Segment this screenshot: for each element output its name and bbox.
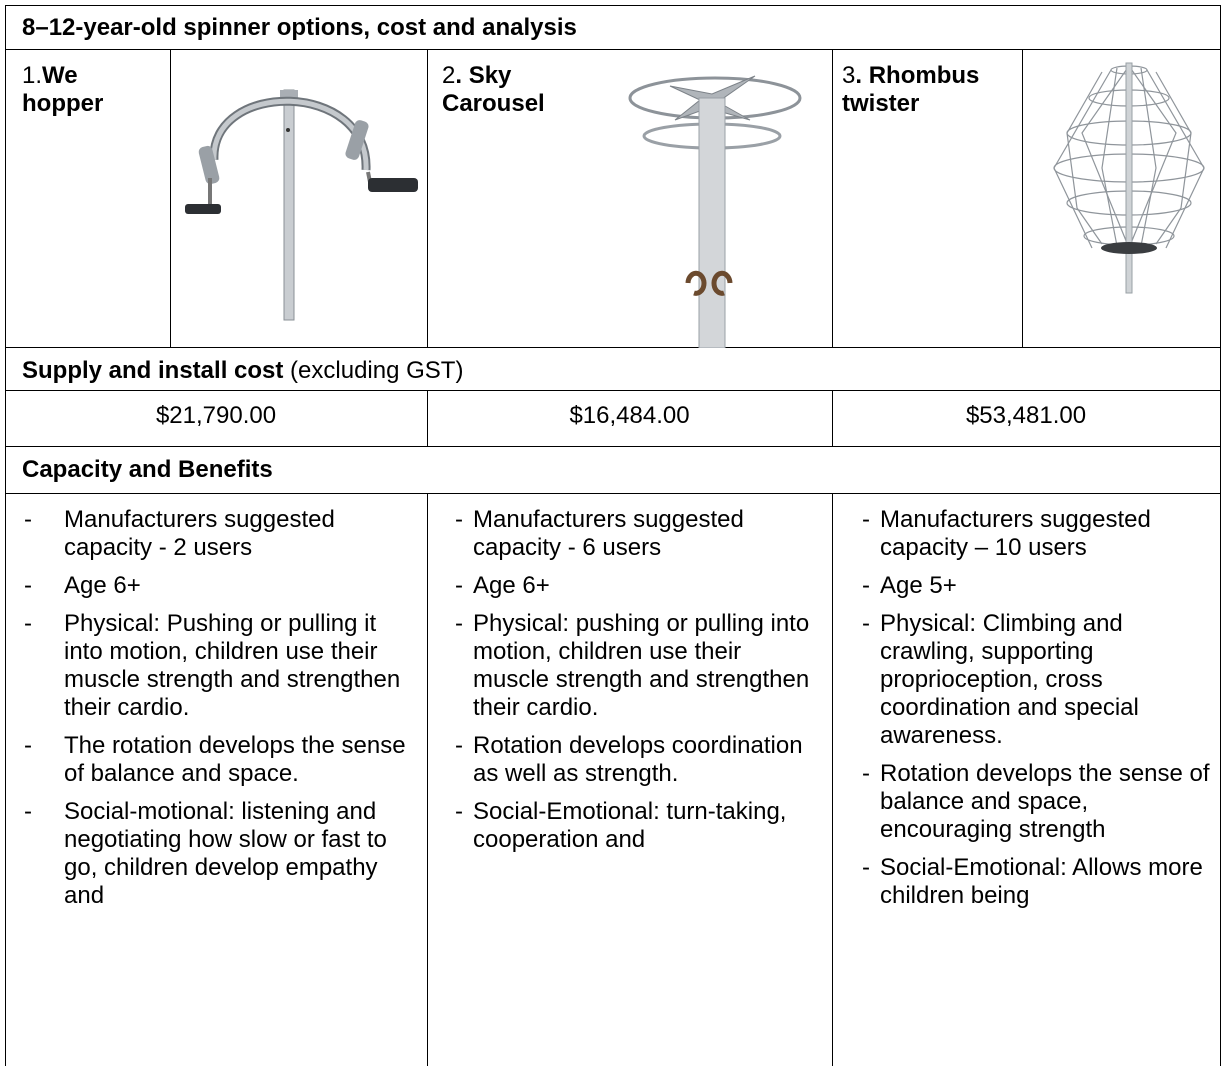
- list-item: -Manufacturers suggested capacity - 6 us…: [455, 506, 744, 561]
- price-rhombus-twister: $53,481.00: [965, 402, 1087, 429]
- list-item: -Rotation develops coordination as well …: [455, 732, 803, 787]
- option-name-rhombus-twister: 3. Rhombus twister: [842, 62, 980, 117]
- list-item: -Social-Emotional: Allows more children …: [862, 854, 1203, 909]
- list-item: -Physical: Pushing or pulling it into mo…: [24, 610, 401, 721]
- we-hopper-spinner-image: [185, 89, 418, 321]
- list-item: -The rotation develops the sense of bala…: [24, 732, 406, 787]
- option-name-sky-carousel: 2. Sky Carousel: [442, 62, 545, 117]
- benefits-we-hopper: -Manufacturers suggested capacity - 2 us…: [24, 506, 410, 920]
- table-rule: [5, 446, 1221, 447]
- benefits-sky-carousel: -Manufacturers suggested capacity - 6 us…: [455, 506, 815, 864]
- price-sky-carousel: $16,484.00: [569, 402, 690, 429]
- page-title: 8–12-year-old spinner options, cost and …: [22, 14, 577, 41]
- sky-carousel-spinner-image: [628, 75, 802, 348]
- table-rule: [170, 49, 171, 347]
- table-rule: [5, 347, 1221, 348]
- rhombus-twister-spinner-image: [1053, 62, 1205, 294]
- list-item: -Physical: Climbing and crawling, suppor…: [862, 610, 1139, 749]
- table-rule: [427, 493, 428, 1066]
- table-rule: [1022, 49, 1023, 347]
- list-item: -Social-motional: listening and negotiat…: [24, 798, 387, 909]
- option-name-we-hopper: 1.We hopper: [22, 62, 104, 117]
- table-border-right: [1220, 5, 1221, 1066]
- table-rule: [832, 390, 833, 446]
- list-item: -Age 5+: [862, 572, 957, 599]
- list-item: -Age 6+: [455, 572, 550, 599]
- table-border-top: [5, 5, 1221, 6]
- table-rule: [5, 390, 1221, 391]
- table-rule: [5, 49, 1221, 50]
- list-item: -Age 6+: [24, 572, 141, 599]
- list-item: -Manufacturers suggested capacity – 10 u…: [862, 506, 1151, 561]
- table-rule: [832, 49, 833, 347]
- price-we-hopper: $21,790.00: [155, 402, 277, 429]
- list-item: -Manufacturers suggested capacity - 2 us…: [24, 506, 335, 561]
- cost-header: Supply and install cost (excluding GST): [22, 357, 464, 384]
- list-item: -Social-Emotional: turn-taking, cooperat…: [455, 798, 787, 853]
- list-item: -Rotation develops the sense of balance …: [862, 760, 1210, 843]
- table-rule: [5, 493, 1221, 494]
- table-rule: [832, 493, 833, 1066]
- benefits-rhombus-twister: -Manufacturers suggested capacity – 10 u…: [862, 506, 1214, 920]
- table-border-left: [5, 5, 6, 1066]
- list-item: -Physical: pushing or pulling into motio…: [455, 610, 810, 721]
- capacity-header: Capacity and Benefits: [22, 456, 273, 483]
- table-rule: [427, 390, 428, 446]
- table-rule: [427, 49, 428, 347]
